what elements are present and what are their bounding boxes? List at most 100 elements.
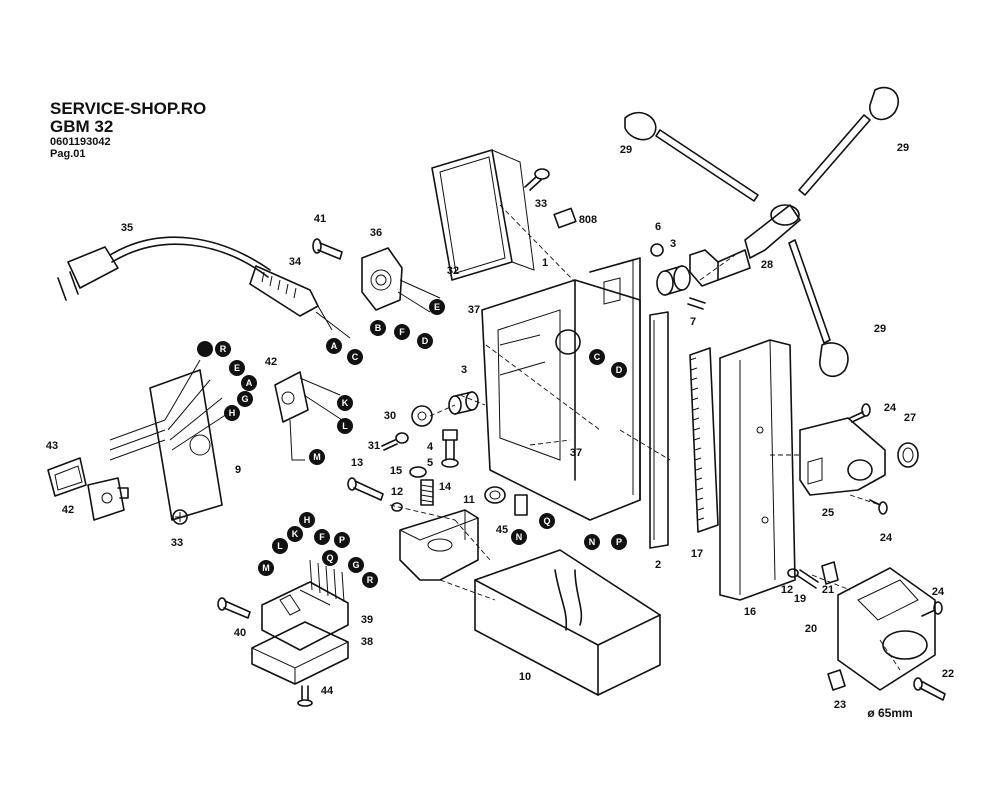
- connector-cL2: L: [272, 538, 288, 554]
- connector-letter: H: [304, 515, 311, 525]
- switch-36: [361, 247, 441, 313]
- power-cord-35: [57, 236, 351, 339]
- connector-cB1: B: [370, 320, 386, 336]
- connector-badge: [370, 320, 386, 336]
- connector-badge: [314, 529, 330, 545]
- washer-30: [411, 405, 433, 427]
- part-label-p32: 32: [447, 265, 459, 277]
- part-label-p3a: 3: [670, 238, 676, 250]
- part-label-p41: 41: [314, 213, 326, 225]
- part-label-p8: 808: [579, 214, 597, 226]
- part-label-p25: 25: [822, 507, 834, 519]
- connector-cL1: L: [337, 418, 353, 434]
- part-label-p21: 21: [822, 584, 834, 596]
- connector-cM1: M: [309, 449, 325, 465]
- switch-43: [47, 457, 87, 497]
- part-label-p5: 5: [427, 457, 433, 469]
- part-label-p13: 13: [351, 457, 363, 469]
- connector-letter: N: [516, 532, 523, 542]
- bushing-3-left: [448, 391, 479, 415]
- part-label-p19: 19: [794, 593, 806, 605]
- connector-badge: [589, 349, 605, 365]
- screw-24-mid: [869, 499, 888, 515]
- connector-badge: [309, 449, 325, 465]
- part-label-p1: 1: [542, 257, 548, 269]
- connector-cR1: R: [215, 341, 231, 357]
- part-label-p20: 20: [805, 623, 817, 635]
- part-label-p40: 40: [234, 627, 246, 639]
- part-label-p30: 30: [384, 410, 396, 422]
- handle-29-left: [624, 111, 759, 202]
- part-label-p43: 43: [46, 440, 58, 452]
- connector-letter: A: [331, 341, 338, 351]
- connector-letter: N: [589, 537, 596, 547]
- connector-badge: [611, 534, 627, 550]
- connector-badge: [337, 418, 353, 434]
- connector-badge: [241, 375, 257, 391]
- part-label-p34: 34: [289, 256, 302, 268]
- part-labels: 1233456780891011121213141516171920212223…: [46, 142, 954, 711]
- screw-4: [442, 429, 458, 461]
- washer-12-right: [787, 568, 799, 578]
- connector-cP2: P: [334, 532, 350, 548]
- part-label-p37b: 37: [570, 447, 582, 459]
- connector-badge: [539, 513, 555, 529]
- part-label-p33b: 33: [171, 537, 183, 549]
- ring-15: [409, 466, 427, 478]
- connector-letter: R: [220, 344, 227, 354]
- connector-cF1: F: [394, 324, 410, 340]
- title-block: SERVICE-SHOP.RO GBM 32 0601193042 Pag.01: [50, 100, 206, 160]
- connector-cQ2: Q: [322, 550, 338, 566]
- diameter-label: ø 65mm: [867, 706, 912, 720]
- connector-cK2: K: [287, 526, 303, 542]
- connector-cP1: P: [611, 534, 627, 550]
- part-label-p10: 10: [519, 671, 531, 683]
- part-label-p44: 44: [321, 685, 334, 697]
- connector-cH2: H: [299, 512, 315, 528]
- screw-19: [797, 569, 819, 589]
- connector-badge: [258, 560, 274, 576]
- rail-2: [649, 311, 669, 549]
- screw-33-lower: [172, 509, 188, 525]
- part-label-p39: 39: [361, 614, 373, 626]
- plug-27: [897, 442, 919, 468]
- part-label-p42a: 42: [265, 356, 277, 368]
- part-label-p36: 36: [370, 227, 382, 239]
- connector-badge: [348, 557, 364, 573]
- connector-cC1: C: [347, 349, 363, 365]
- connector-letter: M: [262, 563, 270, 573]
- connector-letter: H: [229, 408, 236, 418]
- screw-44: [297, 685, 313, 707]
- connector-cN1: N: [511, 529, 527, 545]
- part-label-p16: 16: [744, 606, 756, 618]
- connector-letter: K: [342, 398, 349, 408]
- spring-14: [420, 479, 434, 506]
- part-label-p24c: 24: [932, 586, 945, 598]
- part-label-p38: 38: [361, 636, 373, 648]
- connector-badge: [272, 538, 288, 554]
- connector-letter: C: [352, 352, 359, 362]
- part-label-p9: 9: [235, 464, 241, 476]
- connector-letter: D: [616, 365, 623, 375]
- part-label-p45: 45: [496, 524, 508, 536]
- part-label-p22: 22: [942, 668, 954, 680]
- washer-5: [441, 458, 459, 468]
- model-title: GBM 32: [50, 117, 114, 136]
- handle-29-right: [798, 86, 899, 196]
- connector-cK1: K: [337, 395, 353, 411]
- part-label-p17: 17: [691, 548, 703, 560]
- switch-42-upper: [274, 371, 343, 461]
- connector-cG2: G: [348, 557, 364, 573]
- pin-21: [821, 561, 839, 585]
- connector-letter: G: [352, 560, 359, 570]
- bearing-block-20: [837, 567, 936, 691]
- base-plate-9: [109, 359, 231, 521]
- part-label-p7: 7: [690, 316, 696, 328]
- connector-letter: Q: [543, 516, 550, 526]
- handle-29-lower: [788, 239, 849, 378]
- connector-badge: [337, 395, 353, 411]
- connector-cH1: H: [224, 405, 240, 421]
- connector-letter: P: [339, 535, 345, 545]
- screw-22: [913, 677, 946, 701]
